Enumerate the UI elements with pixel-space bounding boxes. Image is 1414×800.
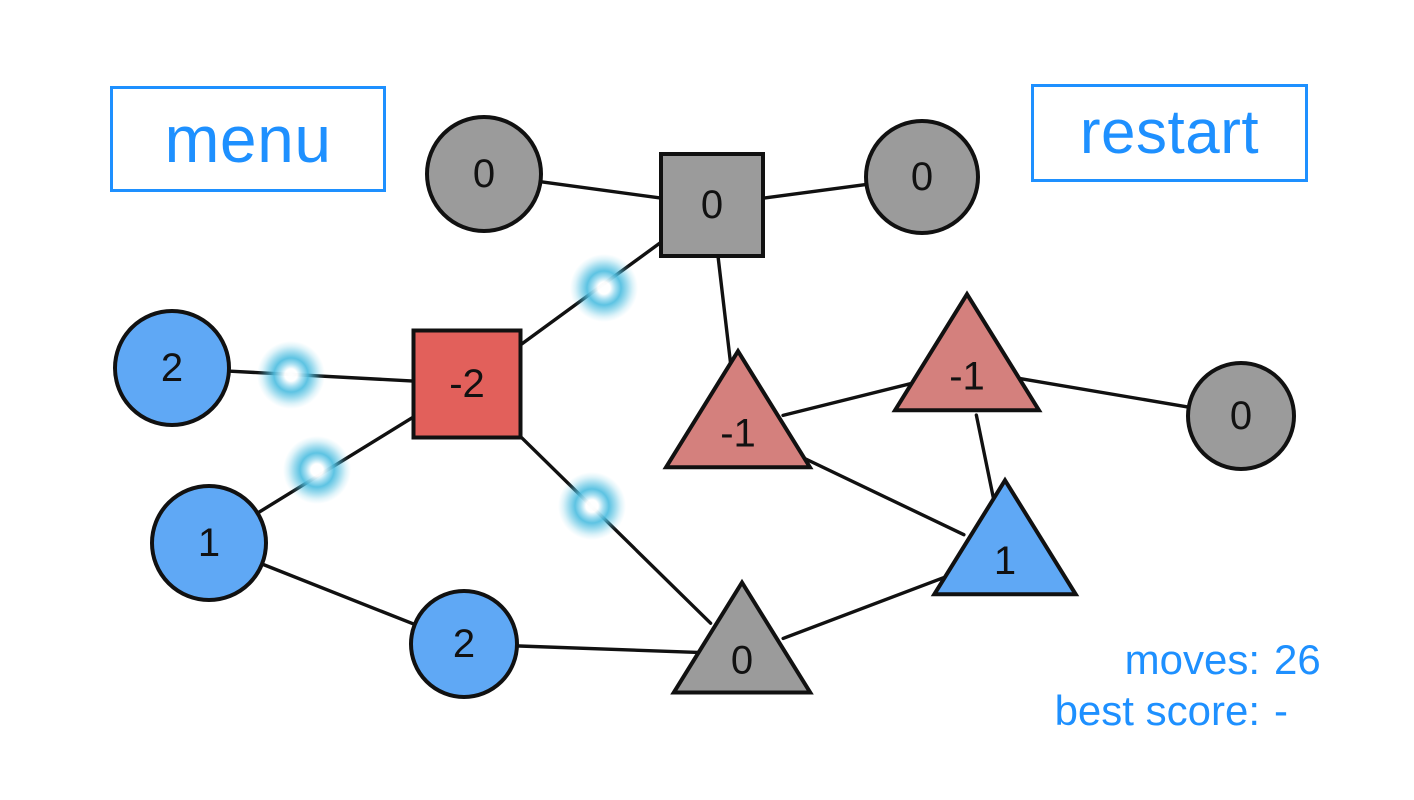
graph-edge[interactable] bbox=[778, 444, 966, 537]
moves-value: 26 bbox=[1274, 636, 1321, 683]
node-body[interactable] bbox=[662, 347, 814, 470]
graph-edge[interactable] bbox=[514, 644, 700, 655]
node-body[interactable] bbox=[659, 152, 765, 258]
graph-node-triangle[interactable]: 1 bbox=[930, 476, 1080, 597]
orbs-layer bbox=[257, 254, 638, 540]
graph-node-circle[interactable]: 0 bbox=[425, 115, 543, 233]
graph-node-circle[interactable]: 0 bbox=[1186, 361, 1296, 471]
node-body[interactable] bbox=[670, 578, 814, 695]
node-body[interactable] bbox=[411, 328, 523, 440]
graph-edge[interactable] bbox=[716, 254, 735, 383]
graph-node-triangle[interactable]: -1 bbox=[891, 290, 1043, 413]
graph-edge[interactable] bbox=[537, 179, 663, 200]
node-body[interactable] bbox=[150, 484, 268, 602]
graph-edge[interactable] bbox=[761, 182, 870, 200]
graph-node-circle[interactable]: 0 bbox=[864, 119, 980, 235]
edge-orb-marker[interactable] bbox=[257, 341, 325, 409]
node-body[interactable] bbox=[864, 119, 980, 235]
graph-node-square[interactable]: -2 bbox=[411, 328, 523, 440]
edge-orb-marker[interactable] bbox=[558, 472, 626, 540]
menu-button[interactable]: menu bbox=[110, 86, 386, 192]
restart-button[interactable]: restart bbox=[1031, 84, 1308, 182]
score-panel: moves: 26 best score:- bbox=[1055, 634, 1336, 736]
node-body[interactable] bbox=[425, 115, 543, 233]
node-body[interactable] bbox=[113, 309, 231, 427]
node-body[interactable] bbox=[930, 476, 1080, 597]
moves-label: moves: bbox=[1124, 636, 1260, 683]
graph-node-triangle[interactable]: -1 bbox=[662, 347, 814, 470]
graph-node-circle[interactable]: 2 bbox=[409, 589, 519, 699]
node-body[interactable] bbox=[891, 290, 1043, 413]
graph-edge[interactable] bbox=[781, 379, 924, 418]
best-score-row: best score:- bbox=[1055, 685, 1336, 736]
graph-node-circle[interactable]: 2 bbox=[113, 309, 231, 427]
best-score-label: best score: bbox=[1054, 687, 1260, 735]
graph-edge[interactable] bbox=[974, 413, 998, 512]
node-body[interactable] bbox=[1186, 361, 1296, 471]
graph-edge[interactable] bbox=[781, 568, 965, 641]
graph-node-circle[interactable]: 1 bbox=[150, 484, 268, 602]
moves-row: moves: 26 bbox=[1055, 634, 1336, 685]
graph-edge[interactable] bbox=[259, 561, 418, 627]
graph-node-square[interactable]: 0 bbox=[659, 152, 765, 258]
best-score-value: - bbox=[1274, 687, 1288, 735]
graph-edge[interactable] bbox=[1011, 375, 1192, 410]
edge-orb-marker[interactable] bbox=[570, 254, 638, 322]
edge-orb-marker[interactable] bbox=[283, 436, 351, 504]
node-body[interactable] bbox=[409, 589, 519, 699]
